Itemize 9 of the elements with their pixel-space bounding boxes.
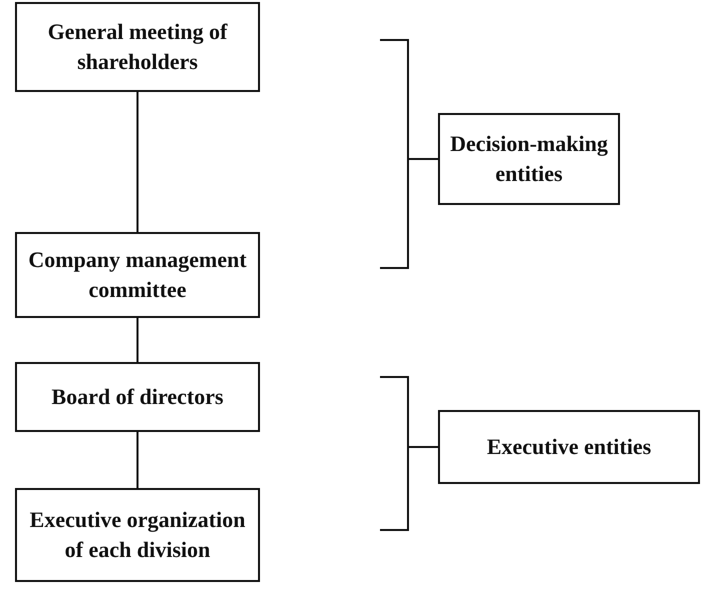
entity-box: Company management committee — [15, 232, 260, 318]
entity-box: Decision-making entities — [438, 113, 620, 205]
connector-line — [136, 318, 138, 362]
connector-line — [136, 92, 138, 232]
entity-box: Executive entities — [438, 410, 700, 484]
entity-box: General meeting of shareholders — [15, 2, 260, 92]
entity-box: Board of directors — [15, 362, 260, 432]
connector-line — [136, 432, 138, 488]
entity-box: Executive organization of each division — [15, 488, 260, 582]
